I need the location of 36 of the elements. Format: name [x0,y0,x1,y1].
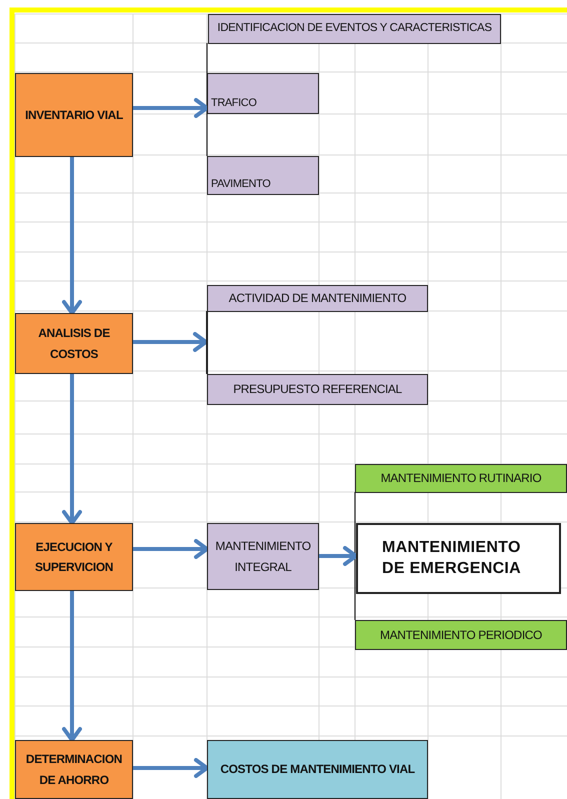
item-box [355,464,567,493]
item-label: MANTENIMIENTO INTEGRAL [214,538,312,576]
highlight-label: MANTENIMIENTO DE EMERGENCIA [382,538,522,578]
item-label: ACTIVIDAD DE MANTENIMIENTO [228,290,406,308]
step-label: EJECUCION Y SUPERVICION [34,538,114,576]
item-label: PRESUPUESTO REFERENCIAL [233,381,402,398]
item-label: PAVIMENTO [211,177,270,192]
arrow [133,332,208,352]
item-box [207,374,428,405]
arrow [319,546,358,566]
item-box [355,620,567,650]
item-box [207,523,319,590]
arrow [62,591,82,742]
arrow [62,374,82,525]
step-box [15,523,133,591]
item-label: MANTENIMIENTO RUTINARIO [380,470,542,488]
item-label: MANTENIMIENTO PERIODICO [380,626,542,644]
highlight-box [356,523,561,594]
item-box [207,156,319,195]
step-box [207,740,428,799]
item-label: TRAFICO [211,96,256,112]
step-label: DETERMINACION DE AHORRO [24,751,124,788]
step-box [15,313,133,374]
step-box [15,73,133,157]
arrow [133,98,209,118]
step-label: COSTOS DE MANTENIMIENTO VIAL [220,761,415,778]
arrow [133,758,209,778]
step-label: ANALISIS DE COSTOS [37,325,111,362]
item-box [207,285,428,312]
arrow [62,157,82,315]
item-label: IDENTIFICACION DE EVENTOS Y CARACTERISTICAS [217,21,492,36]
item-box [207,73,319,114]
arrow [133,539,209,559]
step-box [15,740,133,799]
step-label: INVENTARIO VIAL [25,106,123,124]
item-box [208,14,501,44]
